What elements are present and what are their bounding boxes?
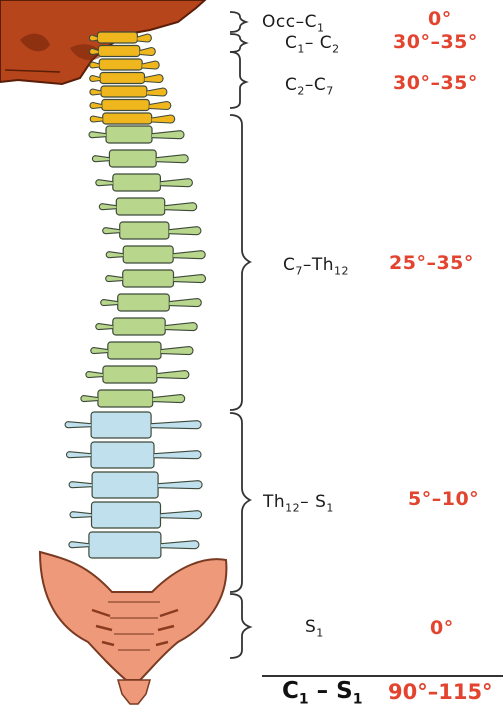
thoracic-vertebra bbox=[99, 198, 196, 215]
sacrum bbox=[40, 552, 226, 704]
segment-label: Occ–C1 bbox=[262, 12, 324, 34]
thoracic-vertebra bbox=[96, 318, 197, 335]
thoracic-vertebra bbox=[91, 342, 193, 359]
vertebral-column bbox=[65, 32, 205, 558]
lumbar-vertebra bbox=[65, 412, 201, 438]
segment-angle: 30°–35° bbox=[393, 31, 478, 53]
lumbar-vertebra bbox=[69, 532, 199, 558]
thoracic-vertebra bbox=[106, 246, 205, 263]
lumbar-vertebra bbox=[69, 472, 202, 498]
segment-label: S1 bbox=[305, 617, 324, 639]
cervical-vertebra bbox=[90, 86, 167, 97]
segment-label: C2–C7 bbox=[285, 75, 334, 97]
segment-brackets bbox=[230, 12, 503, 676]
thoracic-vertebra bbox=[86, 366, 189, 383]
segment-angle: 25°–35° bbox=[389, 252, 474, 274]
thoracic-vertebra bbox=[106, 270, 206, 287]
thoracic-vertebra bbox=[92, 150, 188, 167]
lumbar-vertebra bbox=[70, 502, 202, 528]
segment-angle: 0° bbox=[428, 8, 452, 30]
segment-label: C1– C2 bbox=[285, 33, 340, 55]
cervical-vertebra bbox=[90, 73, 163, 84]
thoracic-vertebra bbox=[101, 294, 202, 311]
cervical-vertebra bbox=[90, 100, 171, 111]
thoracic-vertebra bbox=[89, 126, 184, 143]
cervical-vertebra bbox=[90, 46, 156, 57]
thoracic-vertebra bbox=[103, 222, 201, 239]
thoracic-vertebra bbox=[96, 174, 193, 191]
lumbar-vertebra bbox=[67, 442, 202, 468]
total-angle: 90°–115° bbox=[388, 680, 493, 704]
total-label: C1 – S1 bbox=[282, 678, 362, 708]
thoracic-vertebra bbox=[81, 390, 185, 407]
segment-angle: 0° bbox=[430, 617, 454, 639]
cervical-vertebra bbox=[89, 32, 151, 43]
cervical-vertebra bbox=[90, 59, 160, 70]
segment-label: Th12– S1 bbox=[263, 492, 334, 514]
segment-angle: 30°–35° bbox=[393, 72, 478, 94]
segment-angle: 5°–10° bbox=[408, 488, 479, 510]
cervical-vertebra bbox=[90, 113, 175, 124]
segment-label: C7–Th12 bbox=[283, 255, 349, 277]
